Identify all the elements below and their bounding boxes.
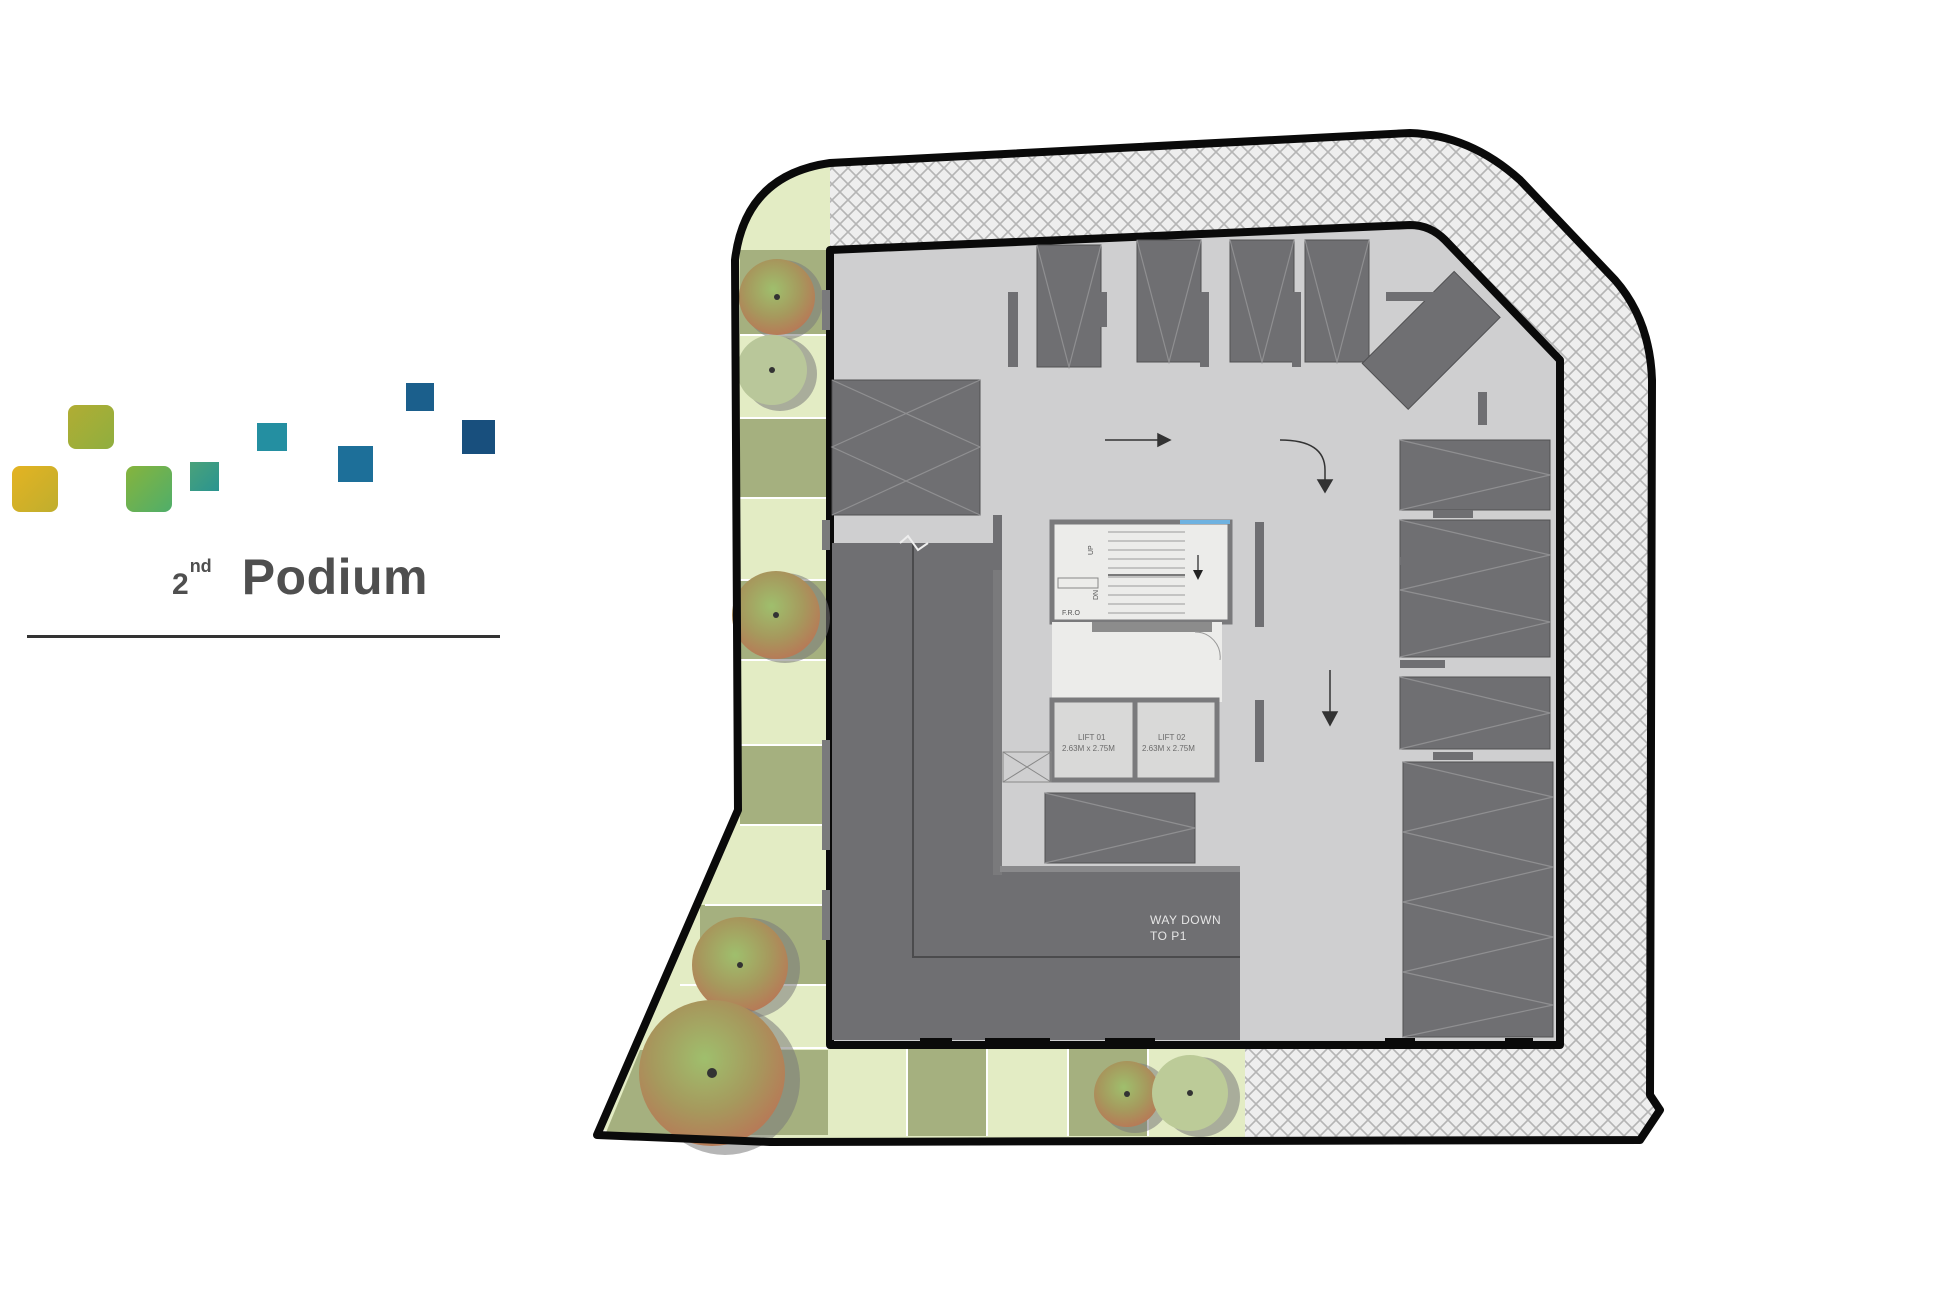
trees bbox=[639, 259, 1240, 1155]
legend-square-olive bbox=[68, 405, 114, 449]
title-ordinal: 2 bbox=[172, 568, 189, 601]
legend-square-navy bbox=[462, 420, 495, 454]
lift2-size: 2.63M x 2.75M bbox=[1142, 744, 1195, 753]
way-down-label-2: TO P1 bbox=[1150, 929, 1187, 943]
legend-square-cyan bbox=[257, 423, 287, 451]
fro-label: F.R.O bbox=[1062, 610, 1080, 617]
tree bbox=[739, 259, 823, 340]
ramp-to-p1 bbox=[832, 543, 1240, 1040]
tree bbox=[1094, 1061, 1170, 1133]
west-wall bbox=[822, 290, 830, 940]
stair-treads bbox=[1108, 531, 1185, 614]
paved-driveway bbox=[830, 133, 1660, 1140]
tree bbox=[692, 917, 800, 1018]
legend-square-yellow bbox=[12, 466, 58, 512]
wheel-stops bbox=[993, 292, 1508, 873]
site-boundary bbox=[593, 129, 1664, 1146]
stair-up-label: UP bbox=[1088, 545, 1095, 555]
tree bbox=[1152, 1055, 1240, 1137]
tree bbox=[737, 335, 817, 411]
parking-stalls bbox=[831, 239, 1554, 1038]
lift1-name: LIFT 01 bbox=[1078, 733, 1106, 742]
south-wall bbox=[920, 1038, 1533, 1046]
title-underline bbox=[27, 635, 500, 638]
landscape-strip bbox=[597, 163, 1245, 1138]
ramp-break-mark bbox=[899, 534, 929, 552]
lift1-size: 2.63M x 2.75M bbox=[1062, 744, 1115, 753]
title-ordinal-suffix: nd bbox=[189, 555, 212, 576]
ramp-inner-edge bbox=[912, 543, 1240, 958]
stall-diagonals bbox=[830, 239, 1554, 1038]
legend-square-steel bbox=[406, 383, 434, 411]
tree bbox=[639, 1000, 800, 1155]
core-south-wall bbox=[1000, 866, 1240, 872]
traffic-arrows bbox=[1105, 432, 1339, 727]
legend-square-green bbox=[126, 466, 172, 512]
title-name: Podium bbox=[241, 549, 429, 605]
lift2-name: LIFT 02 bbox=[1158, 733, 1186, 742]
legend: 2nd Podium bbox=[0, 0, 520, 700]
page-title: 2nd Podium bbox=[172, 548, 428, 606]
legend-square-teal bbox=[190, 462, 219, 491]
stair-dn-label: DN bbox=[1093, 590, 1100, 600]
way-down-label-1: WAY DOWN bbox=[1150, 913, 1221, 927]
core: UP DN F.R.O LIFT 01 2.63M x 2.75M LIFT 0… bbox=[1049, 519, 1233, 783]
core-west-wall bbox=[993, 570, 1002, 875]
hatched-box bbox=[1002, 751, 1052, 783]
tree bbox=[732, 571, 830, 663]
legend-square-blue bbox=[338, 446, 373, 482]
